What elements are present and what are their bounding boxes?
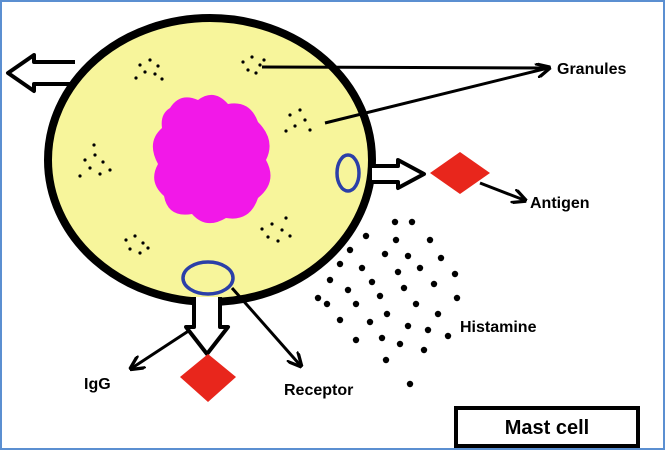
granules-pointer-line <box>262 67 548 68</box>
label-histamine: Histamine <box>460 319 537 336</box>
label-receptor: Receptor <box>284 382 353 399</box>
label-antigen: Antigen <box>530 195 590 212</box>
label-granules: Granules <box>557 61 626 78</box>
nucleus <box>153 95 271 223</box>
diagram-title: Mast cell <box>505 417 589 439</box>
label-igg: IgG <box>84 376 111 393</box>
